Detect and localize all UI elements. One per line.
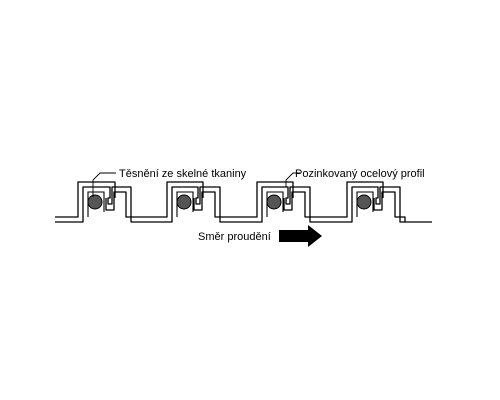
profile-peak-walls (87, 191, 374, 217)
seal-label: Těsnění ze skelné tkaniny (119, 168, 247, 180)
seal-2 (176, 194, 192, 210)
seal-4 (356, 194, 372, 210)
profile-leader-line (285, 172, 300, 187)
flow-label: Směr proudění (198, 231, 271, 243)
seal-3 (266, 194, 282, 210)
profile-inner-line (55, 181, 406, 222)
seal-1 (87, 194, 103, 210)
seal-leader-line (92, 172, 116, 197)
arrow-right-icon (279, 225, 322, 247)
profile-label: Pozinkovaný ocelový profil (295, 168, 425, 180)
profile-outer-line (55, 186, 432, 223)
